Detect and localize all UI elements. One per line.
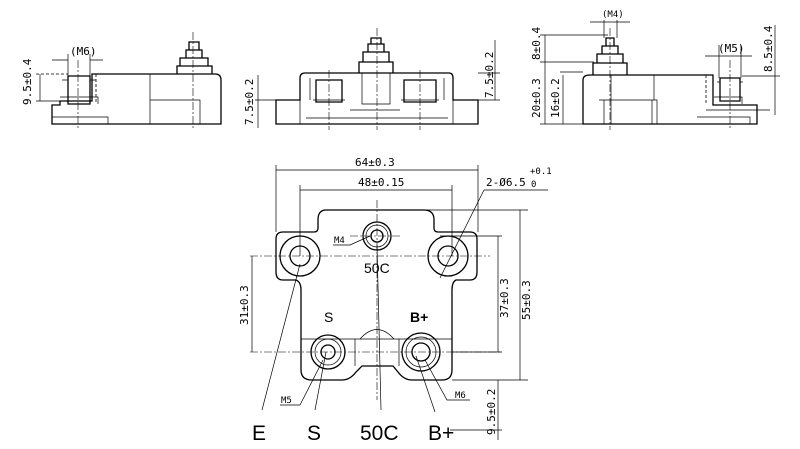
side-height-label: 8.5±0.4	[762, 25, 775, 72]
left-height-label: 9.5±0.4	[21, 58, 34, 105]
right-side-view: (M4) (M5) 8±0.4 20±0.3 16±0.2 8.5±0.4	[530, 10, 780, 130]
bottom-offset-label: 9.5±0.2	[485, 389, 498, 435]
total-height-label: 20±0.3	[530, 78, 543, 118]
stud-height-label: 8±0.4	[530, 27, 543, 60]
terminal-label-bplus: B+	[428, 422, 454, 445]
m4-label: M4	[334, 236, 345, 246]
terminal-s-top-label: S	[324, 309, 333, 325]
plan-view: 64±0.3 48±0.15 2-Ø6.5 +0.1 0 55±0.3 37±0…	[238, 156, 552, 445]
height-left-label: 31±0.3	[238, 285, 251, 325]
terminal-label-e: E	[252, 422, 266, 445]
terminal-bplus-top-label: B+	[410, 309, 428, 325]
front-view: 7.5±0.2 7.5±0.2	[243, 28, 500, 130]
right-m5-label: (M5)	[718, 42, 745, 55]
body-height-label: 16±0.2	[549, 78, 562, 118]
height-overall-label: 55±0.3	[520, 280, 533, 320]
height-terminals-label: 37±0.3	[498, 278, 511, 318]
right-m4-label: (M4)	[602, 10, 624, 20]
terminal-50c-top-label: 50C	[364, 260, 390, 276]
front-left-height-label: 7.5±0.2	[243, 79, 256, 125]
left-side-view: (M6) 9.5±0.4	[21, 32, 222, 128]
left-thread-label: (M6)	[70, 45, 97, 58]
hole-spacing-label: 48±0.15	[358, 176, 404, 189]
hole-callout-label: 2-Ø6.5	[486, 176, 526, 189]
m5-label: M5	[281, 396, 292, 406]
front-right-height-label: 7.5±0.2	[483, 52, 496, 98]
m6-label: M6	[455, 391, 466, 401]
hole-tol-upper: +0.1	[530, 167, 552, 177]
terminal-label-s: S	[307, 422, 321, 445]
hole-tol-lower: 0	[531, 180, 536, 190]
width-overall-label: 64±0.3	[355, 156, 395, 169]
terminal-label-50c: 50C	[360, 422, 399, 445]
